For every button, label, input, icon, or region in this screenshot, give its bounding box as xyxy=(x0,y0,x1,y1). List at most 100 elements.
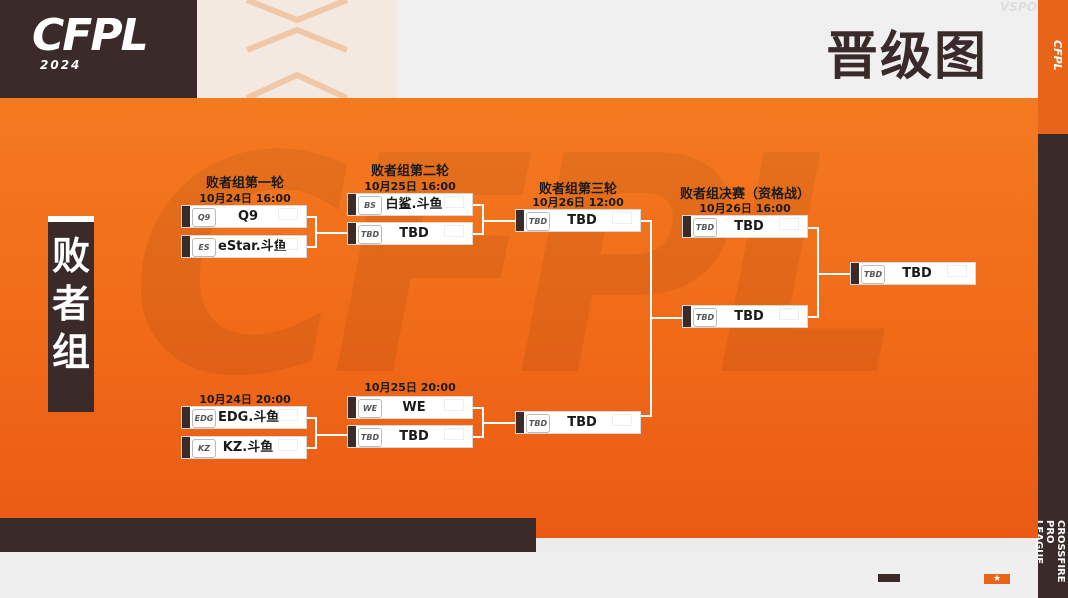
team-logo-icon: Q9 xyxy=(192,208,216,227)
bracket-line xyxy=(651,317,682,319)
team-name: TBD xyxy=(567,415,597,430)
bracket-line xyxy=(315,417,317,449)
cfpl-mini-icon xyxy=(278,238,298,250)
team-slot[interactable]: KZ KZ.斗鱼 xyxy=(181,436,307,459)
team-name: 白鲨.斗鱼 xyxy=(385,197,443,212)
right-strip-top xyxy=(1038,0,1068,134)
logo-panel xyxy=(0,0,197,98)
bracket-line xyxy=(316,232,347,234)
team-name: TBD xyxy=(734,309,764,324)
star-icon: ★ xyxy=(984,574,1010,584)
match-date: 10月25日 20:00 xyxy=(364,381,456,394)
team-name: TBD xyxy=(734,219,764,234)
bracket-line xyxy=(307,216,316,218)
match-date: 10月26日 12:00 xyxy=(532,196,624,209)
match-date: 10月26日 16:00 xyxy=(699,202,791,215)
team-slot[interactable]: ES eStar.斗鱼 xyxy=(181,235,307,258)
bracket-line xyxy=(473,233,483,235)
match-date: 10月24日 16:00 xyxy=(199,192,291,205)
vspo-logo: VSPO xyxy=(1000,0,1037,14)
bracket-line xyxy=(473,407,483,409)
bracket-line xyxy=(641,415,651,417)
round-1-header: 败者组第一轮 xyxy=(205,176,284,191)
slot-tag xyxy=(182,206,190,227)
right-strip-bottom xyxy=(1038,134,1068,598)
bracket-line xyxy=(316,434,347,436)
slot-tag xyxy=(348,397,356,418)
bracket-line xyxy=(473,204,483,206)
bracket-line xyxy=(483,220,515,222)
team-slot[interactable]: EDG EDG.斗鱼 xyxy=(181,406,307,429)
round-3-header: 败者组第三轮 xyxy=(538,182,617,197)
team-logo-icon: TBD xyxy=(358,428,382,447)
team-name: eStar.斗鱼 xyxy=(218,239,287,254)
slot-tag xyxy=(516,412,524,433)
bracket-line xyxy=(307,246,316,248)
losers-bracket-label: 败者组 xyxy=(51,234,90,374)
slot-tag xyxy=(182,407,190,428)
cfpl-mini-icon xyxy=(278,208,298,220)
team-name: TBD xyxy=(902,266,932,281)
team-slot[interactable]: TBD TBD xyxy=(515,209,641,232)
bracket-line xyxy=(473,436,483,438)
cfpl-mini-icon xyxy=(612,414,632,426)
cfpl-mini-icon xyxy=(444,196,464,208)
team-logo-icon: TBD xyxy=(526,414,550,433)
slot-tag xyxy=(683,216,691,237)
team-slot[interactable]: WE WE xyxy=(347,396,473,419)
cfpl-watermark: CFPL xyxy=(130,98,906,442)
team-logo-icon: EDG xyxy=(192,409,216,428)
team-logo-icon: BS xyxy=(358,196,382,215)
team-slot[interactable]: TBD TBD xyxy=(347,222,473,245)
bracket-area: CFPL xyxy=(0,98,1038,538)
team-logo-icon: TBD xyxy=(693,218,717,237)
team-logo-icon: TBD xyxy=(861,265,885,284)
team-slot[interactable]: BS 白鲨.斗鱼 xyxy=(347,193,473,216)
bracket-line xyxy=(307,447,316,449)
team-logo-icon: WE xyxy=(358,399,382,418)
team-name: WE xyxy=(402,400,426,415)
bracket-line xyxy=(307,417,316,419)
team-name: Q9 xyxy=(237,209,259,224)
slot-tag xyxy=(516,210,524,231)
team-slot[interactable]: TBD TBD xyxy=(347,425,473,448)
bracket-line xyxy=(808,316,818,318)
team-name: KZ.斗鱼 xyxy=(222,440,274,455)
team-name: EDG.斗鱼 xyxy=(218,410,280,425)
team-slot[interactable]: Q9 Q9 xyxy=(181,205,307,228)
team-slot[interactable]: TBD TBD xyxy=(850,262,976,285)
team-slot[interactable]: TBD TBD xyxy=(682,305,808,328)
round-2-header: 败者组第二轮 xyxy=(370,164,449,179)
slot-tag xyxy=(851,263,859,284)
bracket-line xyxy=(641,220,651,222)
slot-tag xyxy=(348,223,356,244)
match-date: 10月25日 16:00 xyxy=(364,180,456,193)
bottom-bar xyxy=(0,518,536,552)
slot-tag xyxy=(182,236,190,257)
team-slot[interactable]: TBD TBD xyxy=(515,411,641,434)
match-date: 10月24日 20:00 xyxy=(199,393,291,406)
chevron-decoration xyxy=(197,0,397,101)
footer-background xyxy=(0,552,1038,598)
team-slot[interactable]: TBD TBD xyxy=(682,215,808,238)
cfpl-mini-icon xyxy=(444,428,464,440)
cfpl-mini-icon xyxy=(444,399,464,411)
team-logo-icon: KZ xyxy=(192,439,216,458)
bracket-line xyxy=(817,227,819,318)
slot-tag xyxy=(182,437,190,458)
slot-tag xyxy=(348,426,356,447)
right-strip-logo: CFPL xyxy=(1051,40,1064,71)
team-logo-icon: TBD xyxy=(693,308,717,327)
slot-tag xyxy=(348,194,356,215)
page-title: 晋级图 xyxy=(826,27,989,87)
losers-bracket-label-panel xyxy=(48,216,94,412)
bracket-line xyxy=(482,204,484,235)
cfpl-mini-icon xyxy=(612,212,632,224)
team-logo-icon: TBD xyxy=(358,225,382,244)
team-name: TBD xyxy=(399,429,429,444)
cfpl-mini-icon xyxy=(779,218,799,230)
cfpl-mini-icon xyxy=(444,225,464,237)
right-strip-league-text: CROSSFIRE PRO LEAGUE xyxy=(1033,520,1066,583)
team-logo-icon: TBD xyxy=(526,212,550,231)
cfpl-mini-icon xyxy=(278,439,298,451)
